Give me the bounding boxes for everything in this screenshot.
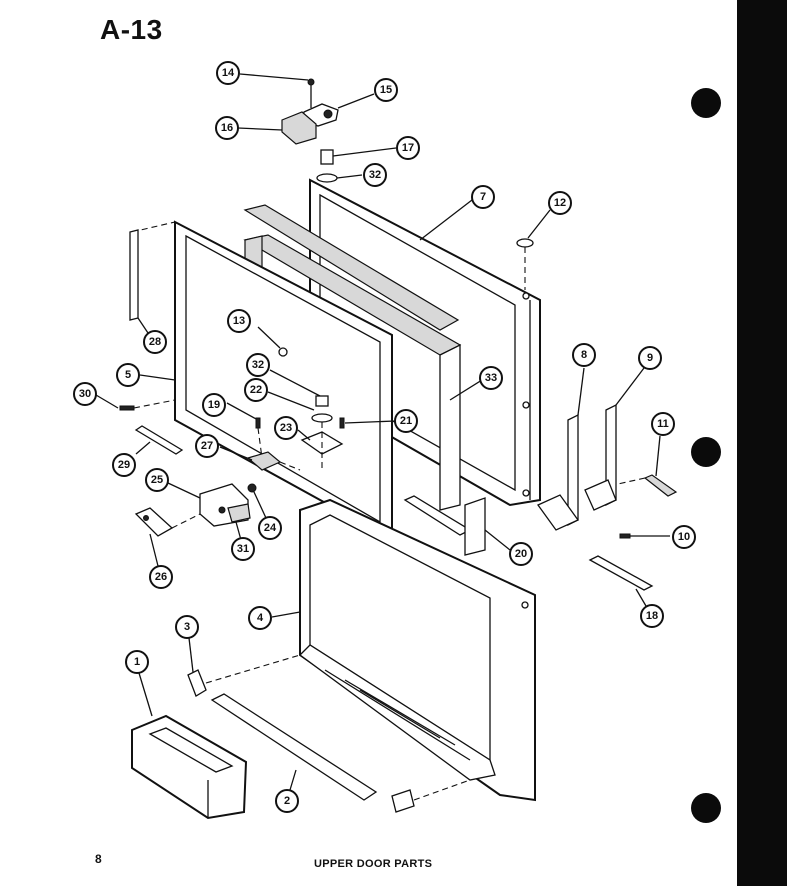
- callout-22: 22: [244, 378, 268, 402]
- callout-1: 1: [125, 650, 149, 674]
- callout-30: 30: [73, 382, 97, 406]
- svg-text:2: 2: [284, 795, 290, 807]
- callouts: 14 15 16 17 32 7 12 28 13 5 32 22 33 8 9…: [73, 61, 696, 813]
- binder-hole-bottom: [691, 793, 721, 823]
- svg-text:32: 32: [252, 359, 264, 371]
- svg-text:16: 16: [221, 122, 233, 134]
- strips-20: [403, 495, 511, 556]
- breaker-strip-28: [129, 221, 176, 334]
- binder-hole-middle: [691, 437, 721, 467]
- svg-text:4: 4: [257, 612, 264, 624]
- svg-text:7: 7: [480, 191, 486, 203]
- lower-hinge-stack: [267, 369, 396, 470]
- svg-text:26: 26: [155, 571, 167, 583]
- callout-31: 31: [231, 537, 255, 561]
- svg-text:28: 28: [149, 336, 161, 348]
- svg-text:3: 3: [184, 621, 190, 633]
- svg-text:19: 19: [208, 399, 220, 411]
- svg-text:33: 33: [485, 372, 497, 384]
- clip-3: [187, 637, 301, 697]
- callout-28: 28: [143, 330, 167, 354]
- page-code: A-13: [100, 14, 163, 45]
- svg-text:22: 22: [250, 384, 262, 396]
- callout-26: 26: [149, 565, 173, 589]
- svg-text:18: 18: [646, 610, 658, 622]
- diagram-caption: UPPER DOOR PARTS: [314, 858, 433, 870]
- callout-13: 13: [227, 309, 251, 333]
- svg-text:30: 30: [79, 388, 91, 400]
- svg-text:24: 24: [264, 522, 277, 534]
- callout-20: 20: [509, 542, 533, 566]
- callout-15: 15: [374, 78, 398, 102]
- callout-16: 16: [215, 116, 239, 140]
- svg-text:29: 29: [118, 459, 130, 471]
- angle-strip-18: [588, 555, 654, 607]
- callout-19: 19: [202, 393, 226, 417]
- callout-9: 9: [638, 346, 662, 370]
- screw-10: [619, 533, 670, 539]
- callout-7: 7: [471, 185, 495, 209]
- strip-29: [134, 425, 184, 455]
- svg-text:14: 14: [222, 67, 235, 79]
- callout-11: 11: [651, 412, 675, 436]
- svg-text:10: 10: [678, 531, 690, 543]
- svg-text:1: 1: [134, 656, 140, 668]
- svg-text:15: 15: [380, 84, 392, 96]
- callout-5: 5: [116, 363, 140, 387]
- callout-4: 4: [248, 606, 272, 630]
- binder-hole-top: [691, 88, 721, 118]
- callout-3: 3: [175, 615, 199, 639]
- door-liner-4: [271, 498, 536, 802]
- lower-hinge-parts: [134, 482, 267, 567]
- callout-2: 2: [275, 789, 299, 813]
- callout-25: 25: [145, 468, 169, 492]
- callout-27: 27: [195, 434, 219, 458]
- svg-text:31: 31: [237, 543, 249, 555]
- plug-12: [516, 209, 551, 290]
- svg-text:23: 23: [280, 422, 292, 434]
- callout-29: 29: [112, 453, 136, 477]
- top-hinge-assembly: [237, 73, 397, 183]
- callout-33: 33: [479, 366, 503, 390]
- svg-text:32: 32: [369, 169, 381, 181]
- callout-8: 8: [572, 343, 596, 367]
- callout-12: 12: [548, 191, 572, 215]
- screw-19-bracket-27: [219, 402, 301, 471]
- callout-23: 23: [274, 416, 298, 440]
- svg-text:25: 25: [151, 474, 163, 486]
- page-number: 8: [95, 852, 102, 866]
- svg-text:8: 8: [581, 349, 587, 361]
- bin-1: [131, 672, 248, 820]
- svg-text:9: 9: [647, 352, 653, 364]
- callout-17: 17: [396, 136, 420, 160]
- callout-10: 10: [672, 525, 696, 549]
- strip-11: [617, 435, 678, 497]
- bar-2: [210, 693, 471, 813]
- callout-18: 18: [640, 604, 664, 628]
- svg-text:20: 20: [515, 548, 527, 560]
- page-edge-bar: [737, 0, 787, 886]
- callout-24: 24: [258, 516, 282, 540]
- callout-21: 21: [394, 409, 418, 433]
- svg-text:12: 12: [554, 197, 566, 209]
- callout-32-top: 32: [363, 163, 387, 187]
- bracket-9: [584, 367, 645, 511]
- bracket-8: [537, 367, 585, 531]
- svg-text:11: 11: [657, 418, 669, 430]
- callout-32-mid: 32: [246, 353, 270, 377]
- svg-text:21: 21: [400, 415, 412, 427]
- screw-30: [95, 394, 176, 411]
- cap-13: [257, 326, 288, 357]
- svg-text:5: 5: [125, 369, 131, 381]
- svg-text:13: 13: [233, 315, 245, 327]
- svg-text:27: 27: [201, 440, 213, 452]
- svg-text:17: 17: [402, 142, 414, 154]
- callout-14: 14: [216, 61, 240, 85]
